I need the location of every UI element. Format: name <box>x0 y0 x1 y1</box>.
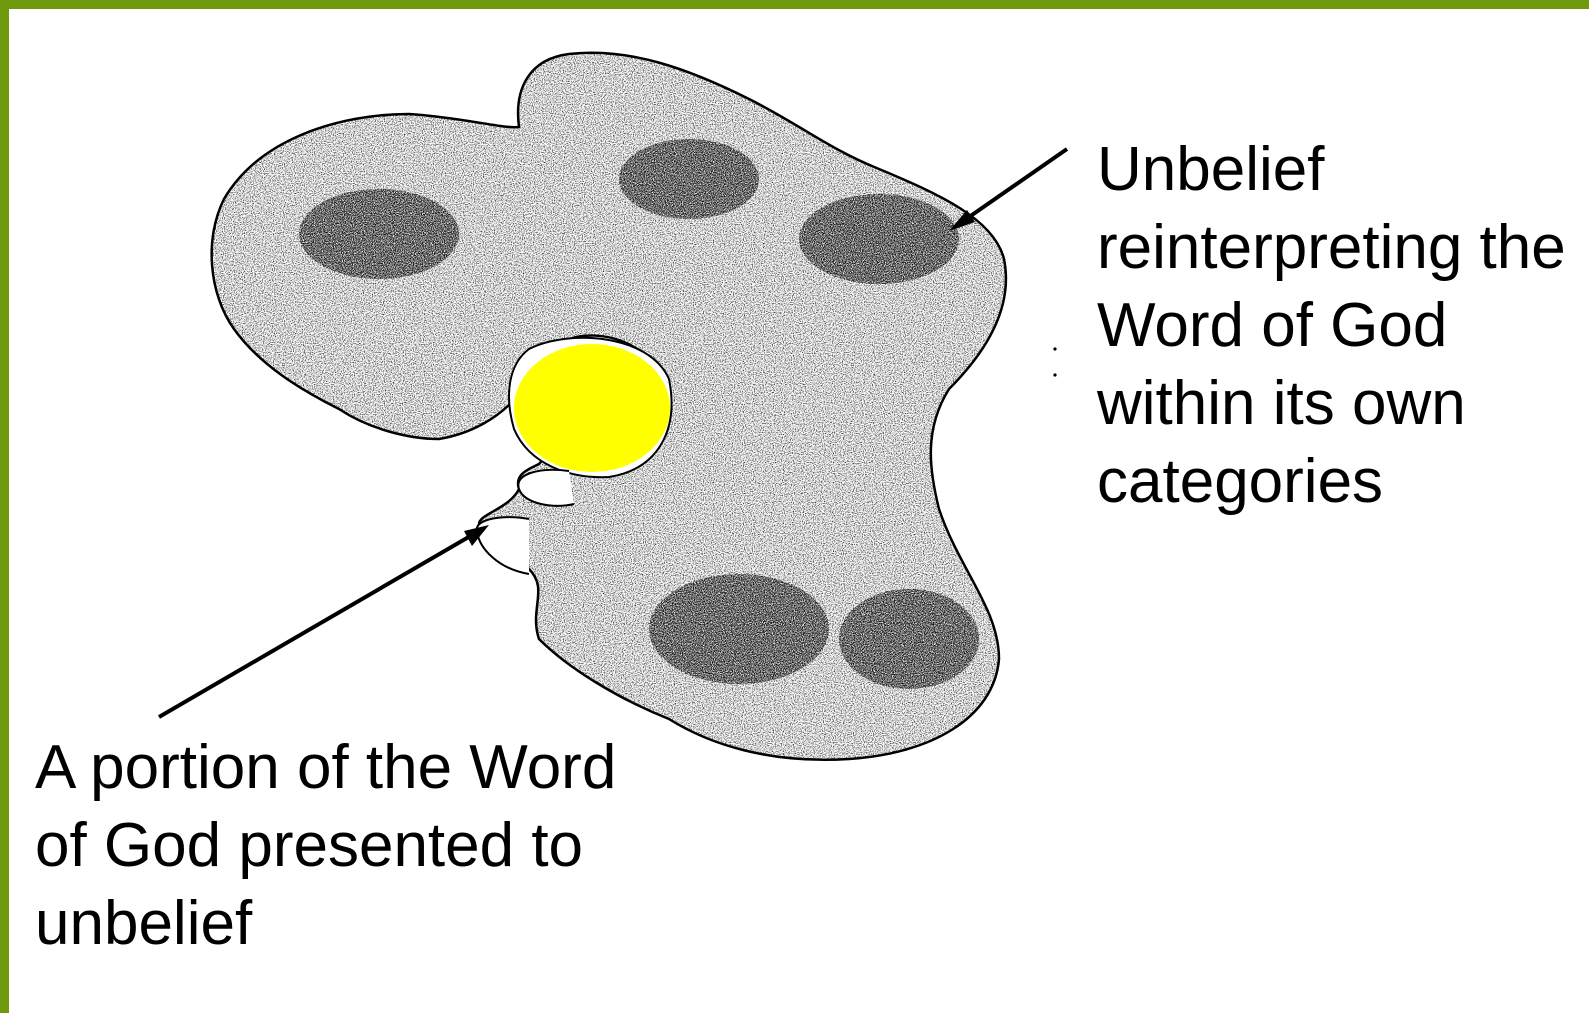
portion-label-line: unbelief <box>35 885 616 963</box>
unbelief-label-line: reinterpreting the <box>1097 209 1566 287</box>
word-of-god-circle <box>514 344 670 472</box>
lower-lobe-2 <box>477 517 529 574</box>
portion-label: A portion of the Word of God presented t… <box>35 729 616 963</box>
unbelief-label-line: categories <box>1097 443 1566 521</box>
unbelief-label-line: Unbelief <box>1097 131 1566 209</box>
stray-dot <box>1053 373 1056 376</box>
portion-label-line: of God presented to <box>35 807 616 885</box>
unbelief-arrow-line <box>959 149 1067 224</box>
portion-label-line: A portion of the Word <box>35 729 616 807</box>
stray-dot <box>1053 347 1056 350</box>
unbelief-label-line: within its own <box>1097 365 1566 443</box>
unbelief-label: Unbelief reinterpreting the Word of God … <box>1097 131 1566 521</box>
unbelief-label-line: Word of God <box>1097 287 1566 365</box>
portion-arrow-line <box>159 531 479 717</box>
